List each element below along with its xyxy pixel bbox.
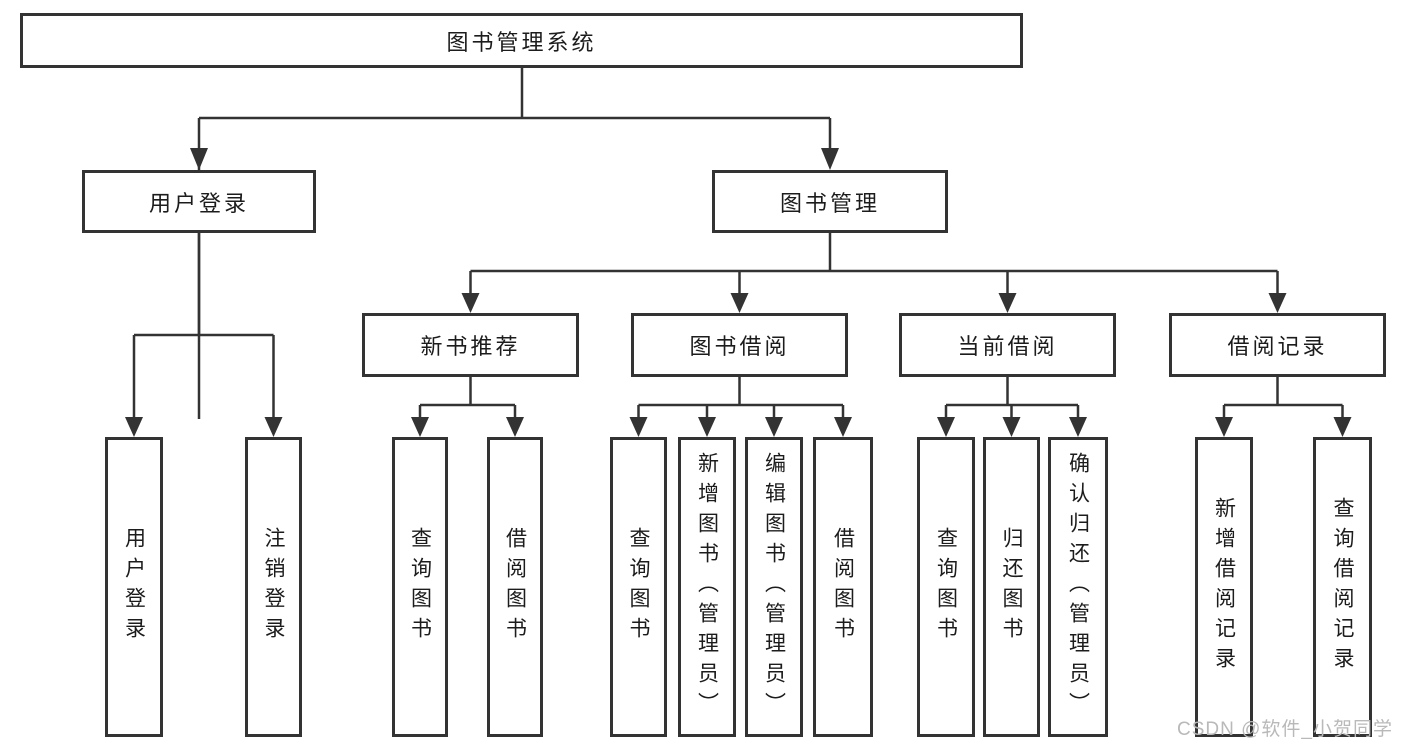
leaf-user-login: 用户登录: [105, 437, 163, 737]
csdn-watermark: CSDN @软件_小贺同学: [1177, 719, 1393, 740]
node-current-borrow: 当前借阅: [899, 313, 1116, 377]
leaf-newbook-query-book: 查询图书: [392, 437, 448, 737]
leaf-borrow-add-book-admin: 新增图书（管理员）: [678, 437, 736, 737]
node-book-borrow: 图书借阅: [631, 313, 848, 377]
leaf-borrow-borrow-book: 借阅图书: [813, 437, 873, 737]
leaf-borrow-edit-book-admin: 编辑图书（管理员）: [745, 437, 803, 737]
leaf-borrow-query-book: 查询图书: [610, 437, 667, 737]
leaf-current-return-book: 归还图书: [983, 437, 1040, 737]
leaf-current-confirm-return-admin: 确认归还（管理员）: [1048, 437, 1108, 737]
leaf-record-add-borrow-record: 新增借阅记录: [1195, 437, 1253, 737]
leaf-newbook-borrow-book: 借阅图书: [487, 437, 543, 737]
leaf-logout: 注销登录: [245, 437, 302, 737]
node-borrow-record: 借阅记录: [1169, 313, 1386, 377]
node-root-system: 图书管理系统: [20, 13, 1023, 68]
node-book-management: 图书管理: [712, 170, 948, 233]
leaf-current-query-book: 查询图书: [917, 437, 975, 737]
leaf-record-query-borrow-record: 查询借阅记录: [1313, 437, 1372, 737]
node-new-book-recommend: 新书推荐: [362, 313, 579, 377]
node-user-login: 用户登录: [82, 170, 316, 233]
